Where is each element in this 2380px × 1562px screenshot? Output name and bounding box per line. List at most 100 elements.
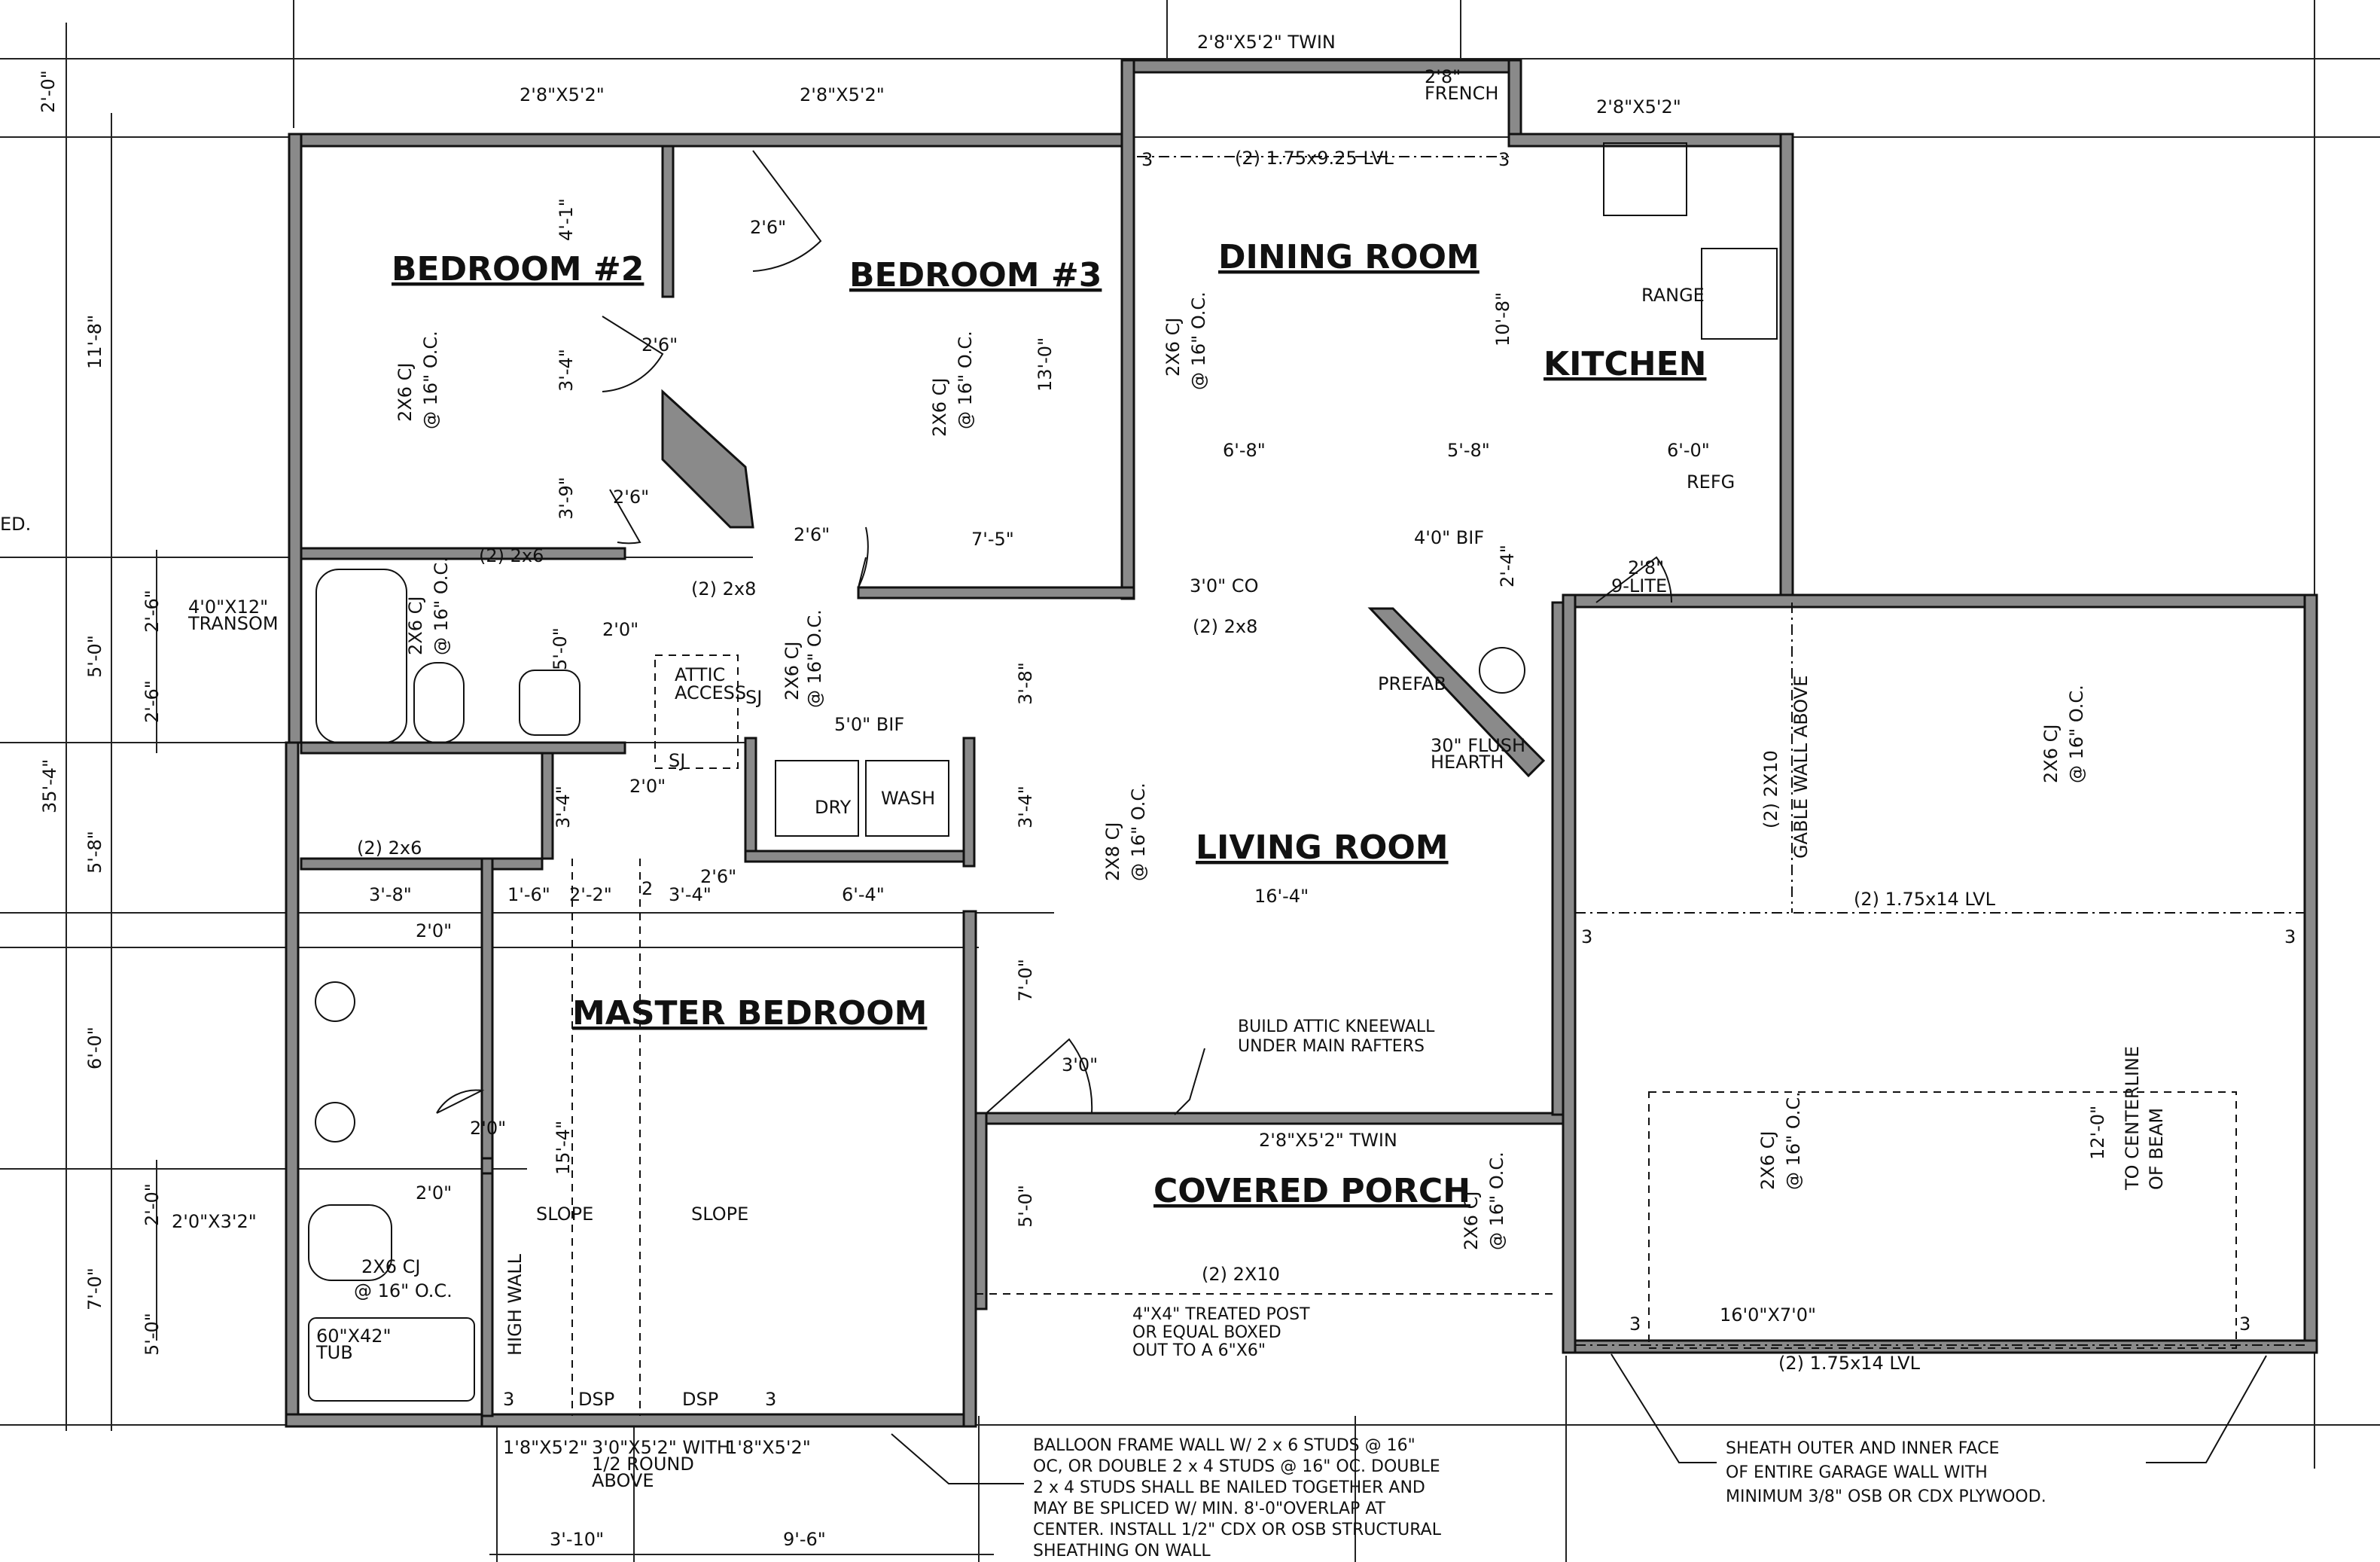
fixture-label-slope-left: SLOPE [536,1204,593,1225]
door-label-bif40: 4'0" BIF [1414,527,1484,548]
room-label-living: LIVING ROOM [1196,828,1449,867]
beam-label-dining-lvl: (2) 1.75x9.25 LVL [1235,148,1394,169]
joist-spacing-garage: @ 16" O.C. [2066,685,2087,783]
note-balloon: BALLOON FRAME WALL W/ 2 x 6 STUDS @ 16" [1033,1436,1416,1455]
fixture-label-dsp1: DSP [578,1389,614,1410]
fixture-label-sj2: SJ [669,750,685,771]
dim-left-5-0: 5'-0" [84,635,105,678]
joist-spacing-master-bath: @ 16" O.C. [354,1280,453,1301]
dim-left-2-0: 2'-0" [38,70,59,113]
room-label-kitchen: KITCHEN [1543,345,1706,383]
note-balloon-4: MAY BE SPLICED W/ MIN. 8'-0"OVERLAP AT [1033,1499,1386,1518]
window-label-bed3: 2'8"X5'2" [800,84,885,105]
dim-bottom-3-10: 3'-10" [550,1529,604,1550]
joist-label-dining: 2X6 CJ [1163,318,1184,377]
joist-spacing-bed2: @ 16" O.C. [420,331,441,429]
door-label-26c: 2'6" [613,487,649,508]
fixture-label-prefab: PREFAB [1378,673,1446,694]
note-post-3: OUT TO A 6"X6" [1132,1341,1266,1360]
mark-3: 3 [1141,149,1153,170]
joist-label-bed3: 2X6 CJ [929,378,950,437]
dim-bif-2-4: 2'-4" [1497,545,1518,587]
window-label-master-right: 1'8"X5'2" [726,1437,811,1458]
window-label-master-left: 1'8"X5'2" [503,1437,588,1458]
fixture-label-sj: SJ [745,687,762,708]
mark-3: 3 [765,1389,776,1410]
beam-label-garage-bottom: (2) 1.75x14 LVL [1778,1353,1921,1374]
door-label-bif50: 5'0" BIF [834,714,904,735]
door-label-26a: 2'6" [750,217,786,238]
room-label-bedroom3: BEDROOM #3 [849,256,1102,294]
joist-label-master-bath: 2X6 CJ [361,1256,420,1277]
beam-label-bath-2x6-lower: (2) 2x6 [357,837,422,859]
fixture-label-dsp2: DSP [682,1389,718,1410]
dim-bed3-7-5: 7'-5" [971,529,1014,550]
beam-label-porch-2x10: (2) 2X10 [1202,1264,1280,1285]
door-label-26b: 2'6" [641,334,678,355]
dim-left-35-4: 35'-4" [39,759,60,813]
dim-hall-3-8: 3'-8" [369,884,412,905]
fixture-label-hearth: 30" FLUSH [1431,735,1525,756]
fixture-label-high-wall: HIGH WALL [504,1253,526,1356]
joist-label-garage-lower: 2X6 CJ [1757,1131,1778,1190]
dim-hall-3-4: 3'-4" [553,786,574,828]
dim-left-11-8: 11'-8" [84,315,105,369]
joist-label-bed2: 2X6 CJ [395,363,416,422]
door-label-26e: 2'6" [700,866,736,887]
beam-label-garage-mid: (2) 1.75x14 LVL [1854,889,1996,910]
dim-bed2-3-9: 3'-9" [556,477,577,520]
window-label-porch-twin: 2'8"X5'2" TWIN [1259,1130,1397,1151]
door-label-20c: 2'0" [416,920,452,941]
note-balloon-6: SHEATHING ON WALL [1033,1542,1211,1560]
door-label-30: 3'0" [1062,1054,1098,1075]
fixtures [308,142,2305,1416]
dim-left-5-8: 5'-8" [84,831,105,874]
dim-kitchen-6-0: 6'-0" [1667,440,1710,461]
fixture-label-access: ACCESS [675,682,746,703]
dim-left-2-0b: 2'-0" [142,1183,163,1226]
joist-label-bath: 2X6 CJ [405,596,426,655]
door-label-9lite: 9-LITE [1611,575,1667,596]
mark-3: 3 [1581,926,1592,947]
dim-bed3-13-0: 13'-0" [1035,337,1056,392]
note-balloon-2: OC, OR DOUBLE 2 x 4 STUDS @ 16" OC. DOUB… [1033,1457,1440,1476]
beam-label-living-2x8: (2) 2x8 [1193,616,1257,637]
fixture-label-wash: WASH [881,788,935,809]
fixture-label-refg: REFG [1687,471,1735,493]
dim-garage-12-0: 12'-0" [2087,1106,2108,1160]
joist-spacing-bath: @ 16" O.C. [431,557,452,655]
garage-door-label: 16'0"X7'0" [1720,1304,1816,1326]
dim-dining-5-8: 5'-8" [1447,440,1490,461]
fixture-label-centerline: TO CENTERLINE [2122,1046,2143,1191]
dim-living-3-4: 3'-4" [1015,786,1036,828]
joist-spacing-garage-lower: @ 16" O.C. [1783,1091,1804,1190]
window-label-transom-size: 4'0"X12" [188,596,268,618]
fixture-label-tub: 60"X42" [316,1326,392,1347]
dim-porch-5-0: 5'-0" [1015,1185,1036,1228]
joist-spacing-living: @ 16" O.C. [1128,783,1149,881]
mark-3: 3 [1498,149,1510,170]
mark-3: 3 [1629,1313,1641,1335]
window-label-transom: TRANSOM [187,613,279,634]
beam-label-gable: (2) 2X10 [1760,750,1781,828]
room-label-dining: DINING ROOM [1218,238,1480,276]
dim-bed2-3-4: 3'-4" [556,349,577,392]
dim-living-7-0: 7'-0" [1015,959,1036,1002]
note-balloon-3: 2 x 4 STUDS SHALL BE NAILED TOGETHER AND [1033,1478,1425,1497]
fixture-label-tub2: TUB [315,1342,353,1363]
fixture-label-attic: ATTIC [675,664,725,685]
door-label-20e: 2'0" [416,1182,452,1204]
joist-label-laundry: 2X6 CJ [782,642,803,700]
dim-master-15-4: 15'-4" [553,1121,574,1175]
fixture-label-slope-right: SLOPE [691,1204,748,1225]
fixture-label-range: RANGE [1641,285,1705,306]
door-label-26d: 2'6" [794,524,830,545]
dim-bottom-9-6: 9'-6" [783,1529,826,1550]
door-label-french-type: FRENCH [1425,83,1498,104]
door-label-20b: 2'0" [629,776,666,797]
dim-bath-5-0: 5'-0" [550,627,571,670]
note-sheath: SHEATH OUTER AND INNER FACE [1726,1439,1999,1458]
mark-3: 3 [503,1389,514,1410]
dim-left-2-6b: 2'-6" [142,680,163,723]
mark-3: 3 [2239,1313,2250,1335]
